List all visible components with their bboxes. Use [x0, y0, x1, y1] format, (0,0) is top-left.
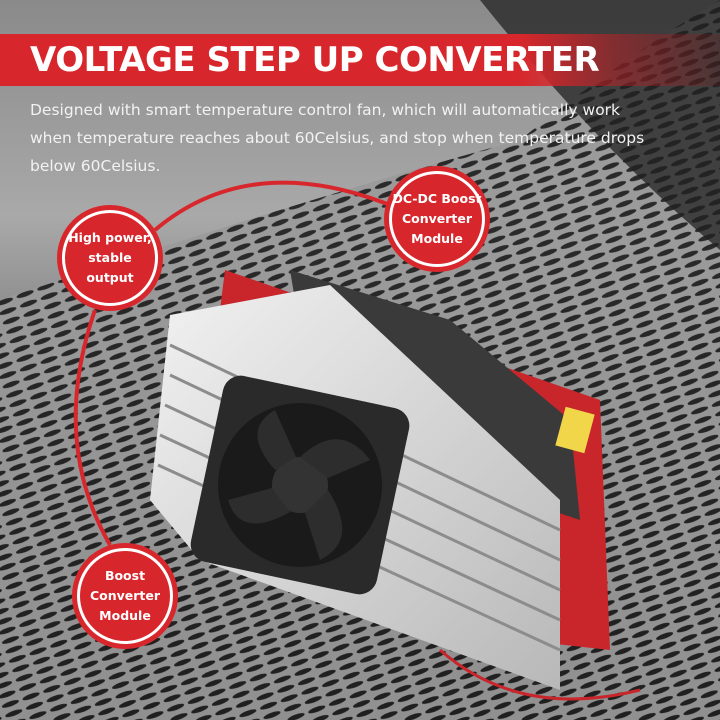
feature-badge-boost: Boost Converter Module: [72, 543, 178, 649]
connector-line: [153, 180, 391, 232]
feature-badge-high-power: High power, stable output: [57, 205, 163, 311]
cooling-fan: [190, 375, 410, 595]
badge-label: High power, stable output: [68, 230, 152, 285]
feature-badge-dc-dc: DC-DC Boost Converter Module: [384, 166, 490, 272]
page-title: VOLTAGE STEP UP CONVERTER: [30, 40, 600, 80]
title-banner: [0, 34, 720, 86]
description-text: Designed with smart temperature control …: [30, 101, 645, 175]
badge-label: Boost Converter Module: [89, 568, 161, 623]
connector-line: [73, 309, 112, 546]
badge-label: DC-DC Boost Converter Module: [392, 191, 482, 246]
